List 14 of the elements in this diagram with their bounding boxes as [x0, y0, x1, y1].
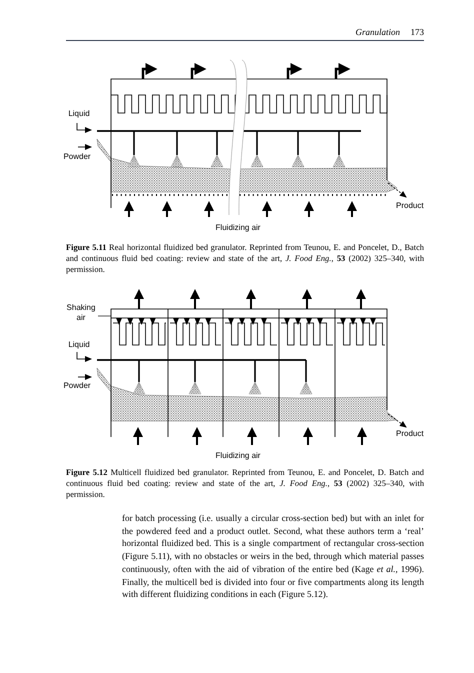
- part-label: Liquid: [67, 108, 91, 120]
- part-label: Liquid: [67, 339, 91, 351]
- body-paragraph: for batch processing (i.e. usually a circular cross-section bed) but with an inlet for the powdered feed and a product outlet. Second, what these authors term a ‘real’ horizontal fluidized bed. This is a single compartment of rectangular cross-section (Figure 5.11), with no obstacles or weirs in the bed, through which material passes continuously, often with the aid of vibration of the entire bed (Kage et al., 1996). Finally, the multicell bed is divided into four or five compartments along its length with different fluidizing conditions in each (Figure 5.12).: [122, 512, 424, 601]
- running-header: Granulation: [354, 26, 400, 39]
- part-label: Powder: [62, 380, 92, 392]
- part-label: Powder: [62, 151, 92, 163]
- part-label: Shaking air: [66, 303, 96, 323]
- part-label: Fluidizing air: [214, 222, 262, 234]
- page-number: 173: [410, 26, 424, 39]
- part-label: Fluidizing air: [214, 450, 262, 462]
- figure-caption: Figure 5.11 Real horizontal fluidized bed granulator. Reprinted from Teunou, E. and Poncelet, D., Batch and continuous fluid bed coating: review and state of the art, J. Food Eng., 53 (2002) 325–340, with permission.: [66, 242, 424, 275]
- part-label: Product: [396, 428, 425, 440]
- figure-caption: Figure 5.12 Multicell fluidized bed granulator. Reprinted from Teunou, E. and Poncelet, D. Batch and continuous fluid bed coating: review and state of the art, J. Food Eng., 53 (2002) 325–340, with permission.: [66, 467, 424, 500]
- part-label: Product: [396, 200, 425, 212]
